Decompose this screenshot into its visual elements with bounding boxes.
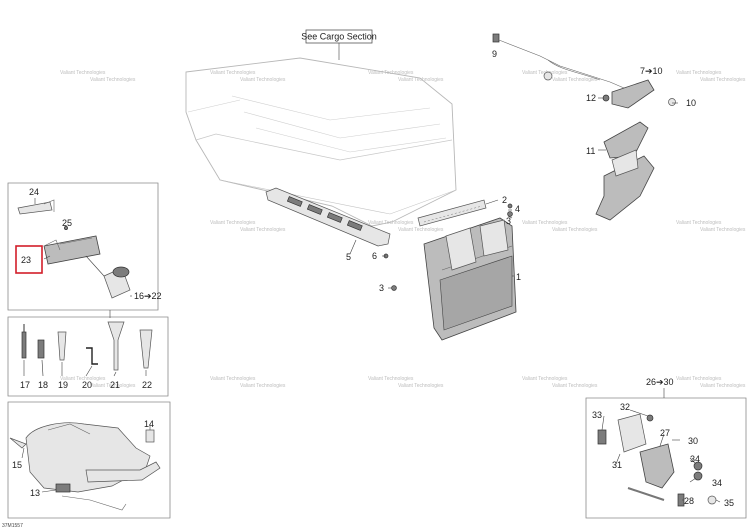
watermark: Valiant Technologies (60, 376, 106, 382)
callout-19: 19 (58, 380, 68, 390)
watermark: Valiant Technologies (398, 383, 444, 389)
watermark: Valiant Technologies (552, 227, 598, 233)
watermark: Valiant Technologies (552, 383, 598, 389)
callout-3: 3 (379, 283, 384, 293)
callout-7-10: 7➔10 (640, 66, 663, 76)
watermark: Valiant Technologies (240, 77, 286, 83)
flap-strip-part-2 (417, 199, 487, 227)
watermark: Valiant Technologies (210, 376, 256, 382)
watermark: Valiant Technologies (240, 227, 286, 233)
watermark: Valiant Technologies (552, 77, 598, 83)
callout-26-30: 26➔30 (646, 377, 674, 387)
leader-lines (21, 97, 721, 503)
callout-10: 10 (686, 98, 696, 108)
watermark: Valiant Technologies (60, 70, 106, 76)
watermark: Valiant Technologies (368, 376, 414, 382)
callout-16-22: 16➔22 (134, 291, 162, 301)
watermark: Valiant Technologies (700, 227, 746, 233)
callout-23: 23 (21, 255, 31, 265)
callout-17: 17 (20, 380, 30, 390)
callout-33: 33 (592, 410, 602, 420)
callout-2: 2 (502, 195, 507, 205)
callout-34: 34 (690, 454, 700, 464)
callout-14: 14 (144, 419, 154, 429)
watermark: Valiant Technologies (240, 383, 286, 389)
watermark: Valiant Technologies (210, 70, 256, 76)
callout-30: 30 (688, 436, 698, 446)
watermark: Valiant Technologies (700, 383, 746, 389)
tools-panel (7, 310, 169, 397)
callout-31: 31 (612, 460, 622, 470)
callout-25: 25 (62, 218, 72, 228)
watermark: Valiant Technologies (368, 220, 414, 226)
watermark: Valiant Technologies (90, 383, 136, 389)
see-cargo-callout[interactable]: See Cargo Section (301, 29, 377, 60)
callout-32: 32 (620, 402, 630, 412)
callout-3: 3 (506, 216, 511, 226)
see-cargo-label: See Cargo Section (301, 32, 377, 42)
watermark: Valiant Technologies (676, 376, 722, 382)
callout-15: 15 (12, 460, 22, 470)
callout-5: 5 (346, 252, 351, 262)
watermark: Valiant Technologies (676, 70, 722, 76)
callout-1: 1 (516, 272, 521, 282)
cargo-deck (185, 57, 457, 227)
watermark: Valiant Technologies (90, 77, 136, 83)
callout-24: 24 (29, 187, 39, 197)
hitch-panel (585, 388, 747, 519)
callout-34: 34 (712, 478, 722, 488)
watermark: Valiant Technologies (210, 220, 256, 226)
callout-labels: 1 2 3 3 4 5 6 7➔10 9 10 11 12 13 14 15 1… (12, 49, 734, 508)
callout-18: 18 (38, 380, 48, 390)
callout-27: 27 (660, 428, 670, 438)
callout-21: 21 (110, 380, 120, 390)
watermark: Valiant Technologies (398, 227, 444, 233)
snowmobile-panel (7, 401, 171, 519)
watermark: Valiant Technologies (522, 376, 568, 382)
watermark-layer: Valiant Technologies Valiant Technologie… (60, 70, 746, 389)
callout-22: 22 (142, 380, 152, 390)
callout-4: 4 (515, 204, 520, 214)
callout-35: 35 (724, 498, 734, 508)
watermark: Valiant Technologies (398, 77, 444, 83)
callout-20: 20 (82, 380, 92, 390)
callout-11: 11 (586, 146, 595, 156)
watermark: Valiant Technologies (676, 220, 722, 226)
callout-13: 13 (30, 488, 40, 498)
watermark: Valiant Technologies (522, 220, 568, 226)
watermark: Valiant Technologies (700, 77, 746, 83)
callout-9: 9 (492, 49, 497, 59)
document-code: 37M1557 (2, 523, 23, 529)
callout-12: 12 (586, 93, 596, 103)
tail-light-assembly (492, 33, 676, 221)
side-rail-part-5 (265, 187, 391, 247)
callout-6: 6 (372, 251, 377, 261)
snow-flap-part-1 (423, 217, 517, 341)
callout-28: 28 (684, 496, 694, 506)
tool-kit-panel (7, 182, 159, 311)
highlight-box-23 (15, 245, 43, 274)
